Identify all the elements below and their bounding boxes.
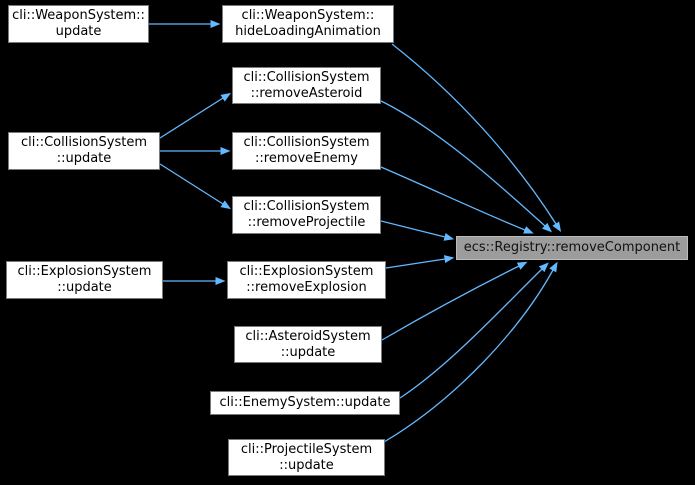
edge-enemy-update-to-remove-component — [399, 262, 549, 399]
edge-remove-projectile-to-remove-component — [380, 220, 455, 241]
node-explosion-system-remove-explosion[interactable]: cli::ExplosionSystem ::removeExplosion — [227, 261, 386, 299]
edge-hide-loading-to-remove-component — [391, 43, 562, 233]
node-enemy-system-update[interactable]: cli::EnemySystem::update — [210, 391, 400, 415]
edge-collision-update-to-remove-asteroid — [159, 92, 232, 139]
node-collision-system-remove-asteroid[interactable]: cli::CollisionSystem ::removeAsteroid — [232, 67, 381, 104]
node-weapon-system-update[interactable]: cli::WeaponSystem:: update — [8, 5, 149, 43]
edge-asteroid-update-to-remove-component — [381, 261, 528, 341]
edge-remove-enemy-to-remove-component — [380, 166, 534, 234]
node-collision-system-remove-projectile[interactable]: cli::CollisionSystem ::removeProjectile — [232, 196, 381, 234]
edge-projectile-update-to-remove-component — [383, 261, 558, 443]
edge-remove-explosion-to-remove-component — [385, 255, 455, 269]
node-registry-remove-component: ecs::Registry::removeComponent — [456, 236, 688, 260]
node-collision-system-remove-enemy[interactable]: cli::CollisionSystem ::removeEnemy — [232, 132, 381, 170]
node-collision-system-update[interactable]: cli::CollisionSystem ::update — [8, 132, 160, 170]
node-explosion-system-update[interactable]: cli::ExplosionSystem ::update — [6, 261, 163, 299]
node-weapon-system-hide-loading-animation[interactable]: cli::WeaponSystem:: hideLoadingAnimation — [222, 5, 394, 43]
node-asteroid-system-update[interactable]: cli::AsteroidSystem ::update — [234, 326, 382, 363]
edge-remove-asteroid-to-remove-component — [380, 100, 553, 233]
node-projectile-system-update[interactable]: cli::ProjectileSystem ::update — [228, 439, 385, 476]
edge-collision-update-to-remove-projectile — [159, 163, 232, 210]
